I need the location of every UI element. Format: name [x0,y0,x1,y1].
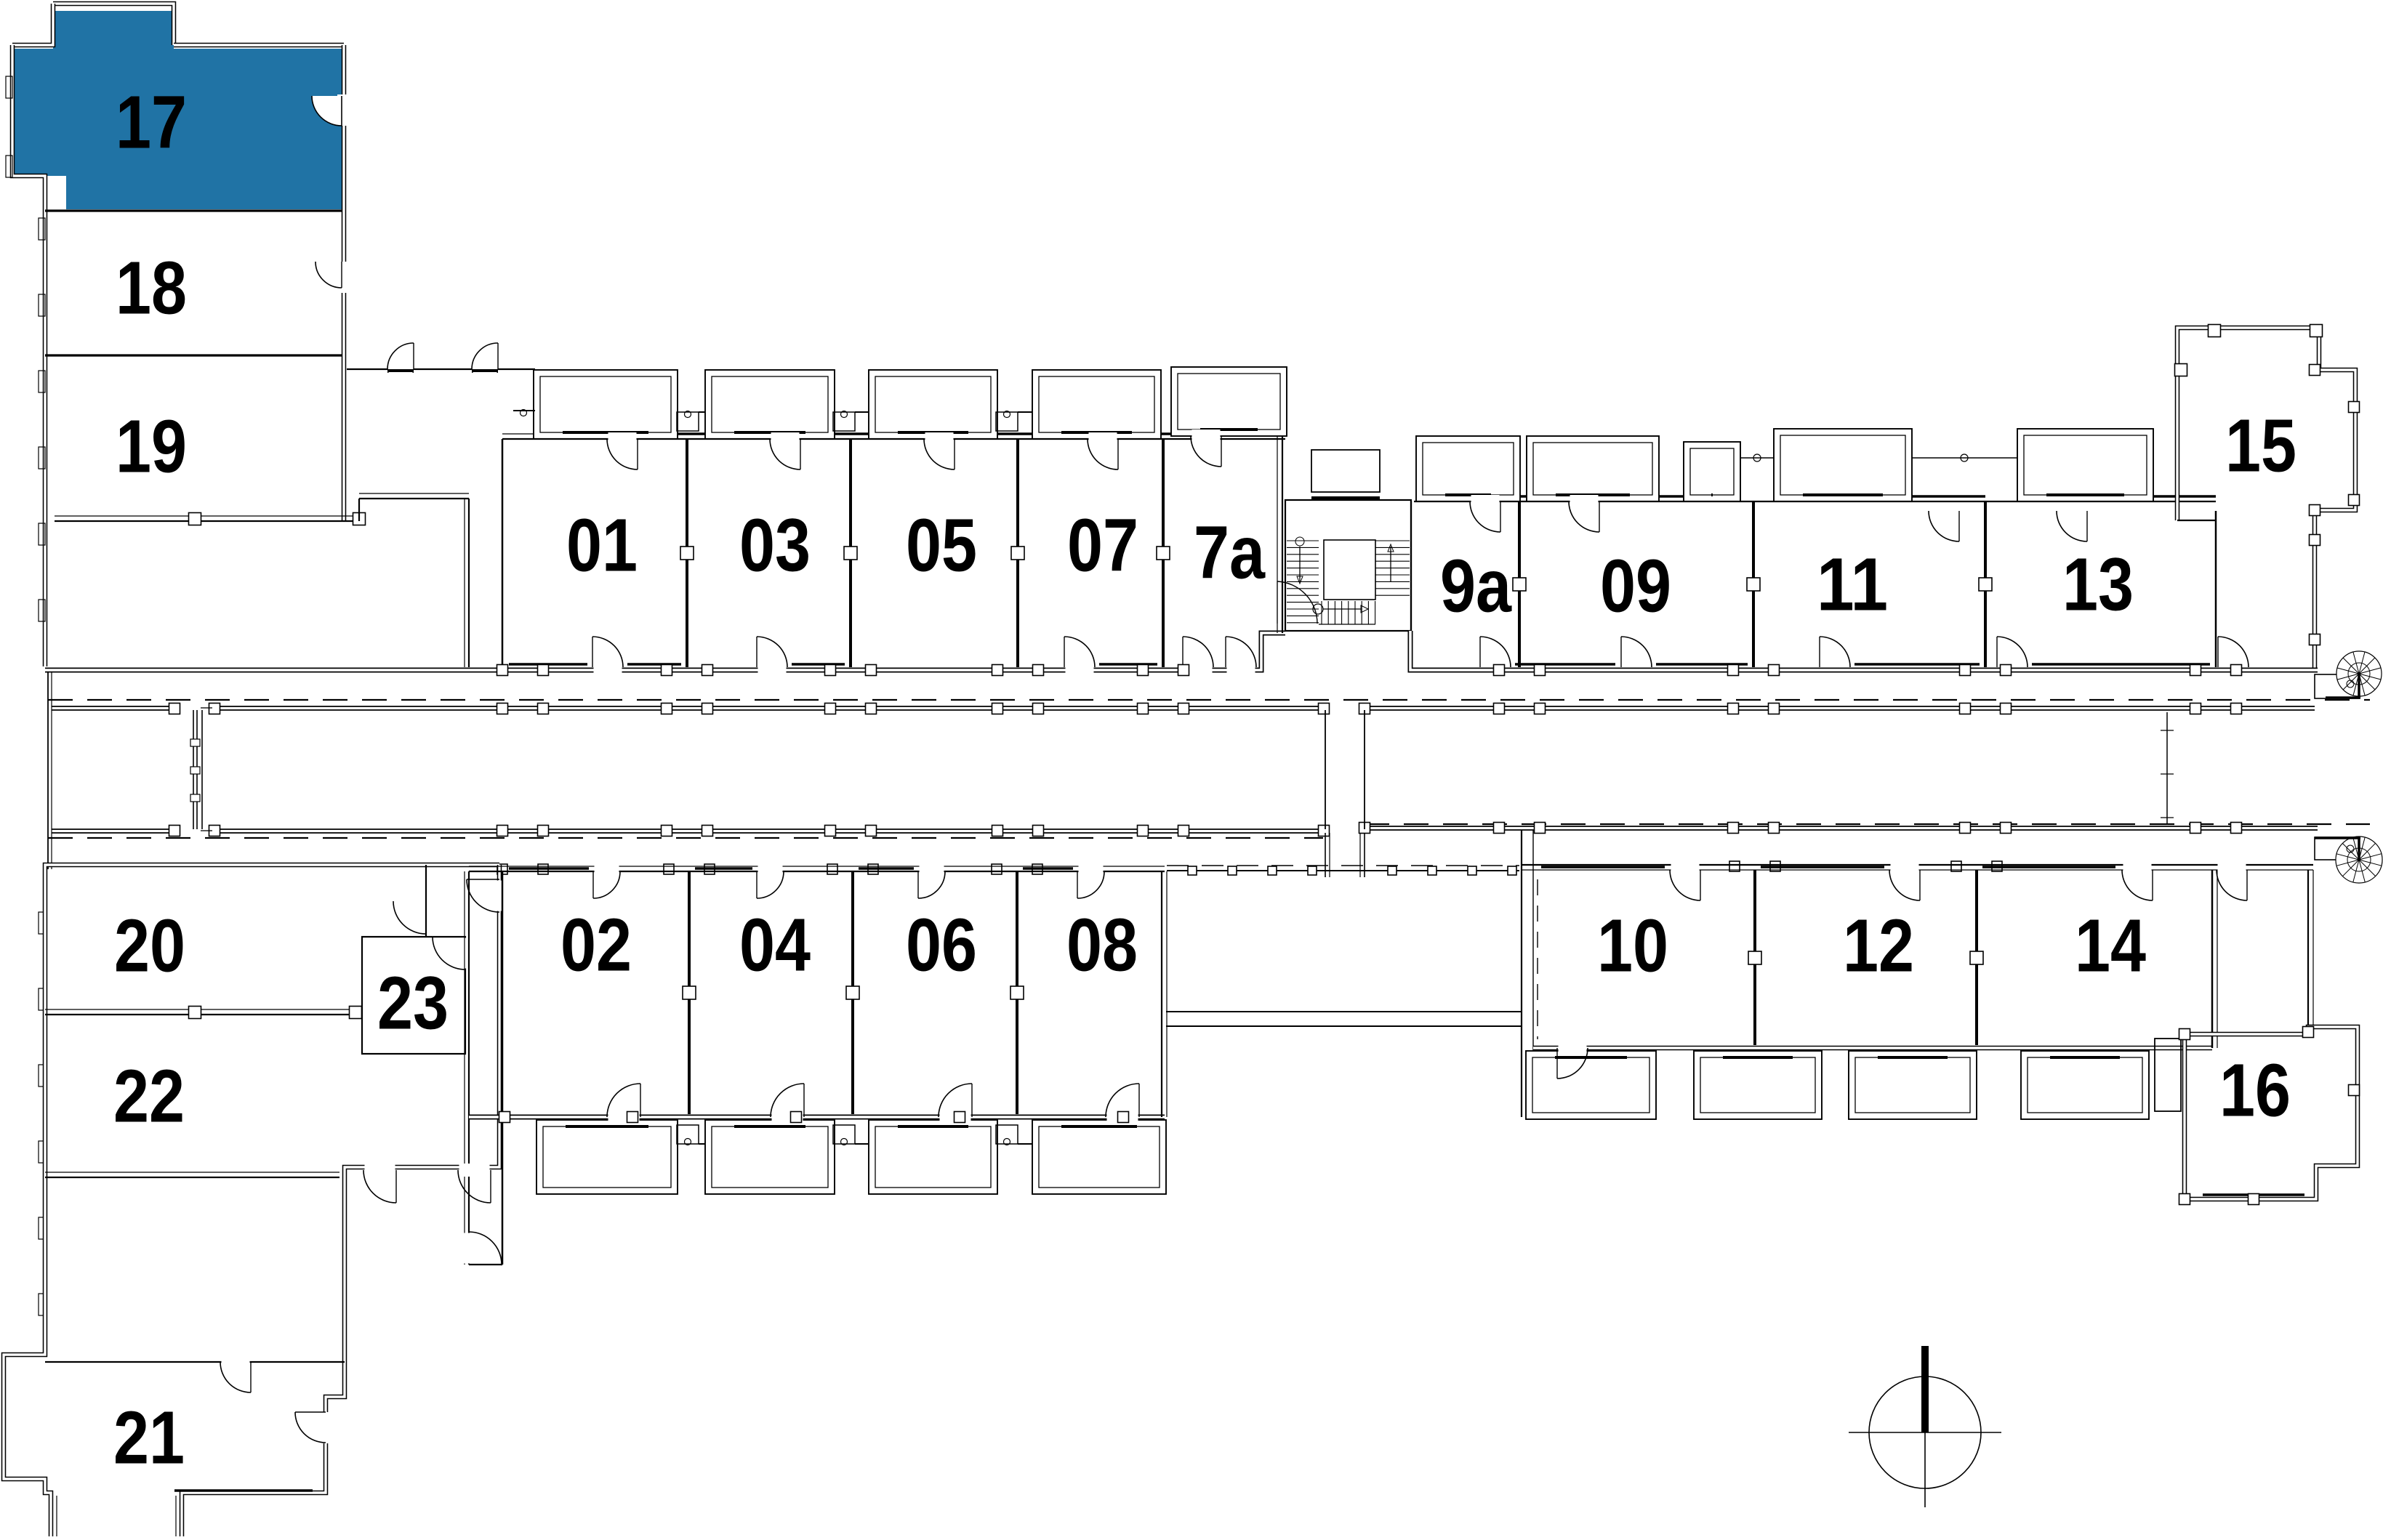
svg-text:15: 15 [2225,404,2296,488]
svg-text:12: 12 [1843,904,1914,988]
svg-text:9a: 9a [1440,544,1512,628]
svg-text:18: 18 [116,246,187,330]
svg-text:17: 17 [116,81,187,164]
svg-text:19: 19 [116,405,187,488]
svg-text:11: 11 [1817,543,1888,626]
svg-text:03: 03 [739,504,811,587]
svg-text:23: 23 [377,962,449,1045]
svg-text:09: 09 [1600,544,1671,628]
svg-text:08: 08 [1066,903,1138,987]
svg-text:13: 13 [2062,543,2134,626]
svg-text:04: 04 [739,903,811,987]
svg-text:10: 10 [1597,904,1668,988]
svg-text:06: 06 [906,903,977,987]
svg-text:02: 02 [560,903,632,987]
svg-text:16: 16 [2219,1049,2291,1132]
svg-text:7a: 7a [1194,511,1266,594]
svg-text:01: 01 [566,504,638,587]
svg-text:07: 07 [1067,504,1138,587]
svg-text:05: 05 [906,504,977,587]
svg-text:22: 22 [113,1055,185,1138]
svg-text:21: 21 [113,1396,185,1480]
svg-text:20: 20 [114,904,185,988]
svg-text:14: 14 [2075,904,2146,988]
